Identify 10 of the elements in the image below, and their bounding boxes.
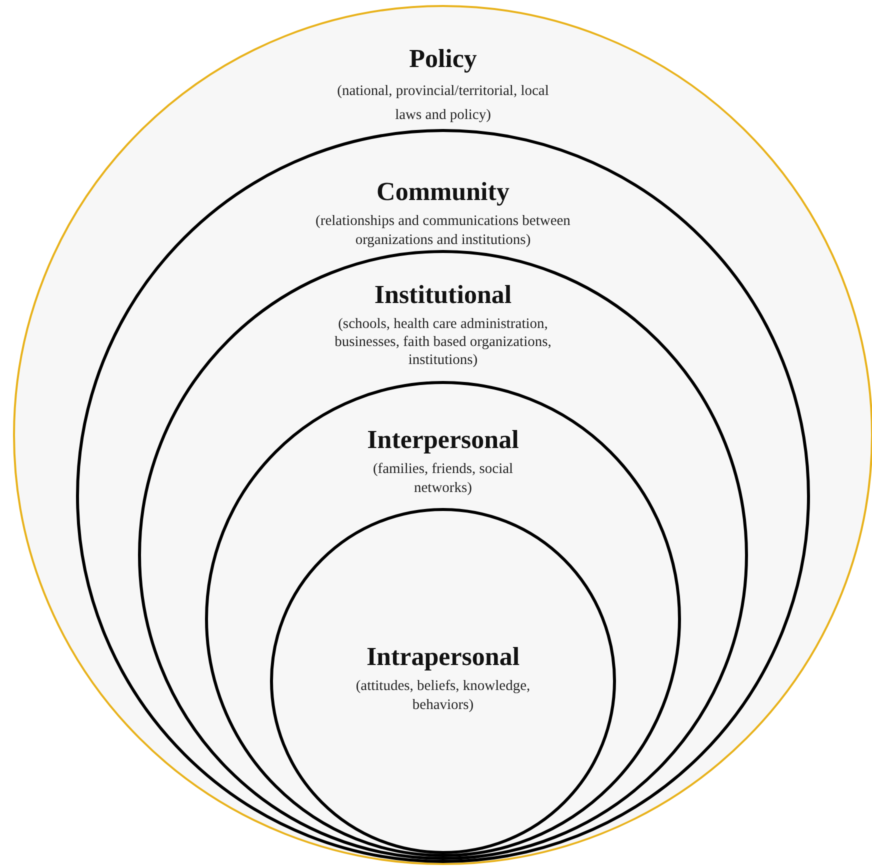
level-title: Policy (409, 43, 477, 75)
level-description: (schools, health care administration, businesses, faith based organizations, institutions) (334, 315, 552, 369)
level-description: (attitudes, beliefs, knowledge, behaviors) (354, 677, 532, 715)
level-description: (families, friends, social networks) (372, 460, 514, 498)
level-description: (national, provincial/territorial, local laws and policy) (336, 82, 550, 125)
level-description: (relationships and communications between organizations and institutions) (314, 212, 572, 250)
level-title: Community (376, 176, 510, 208)
level-title: Intrapersonal (366, 641, 520, 673)
level-title: Institutional (374, 279, 512, 311)
level-title: Interpersonal (367, 424, 519, 456)
